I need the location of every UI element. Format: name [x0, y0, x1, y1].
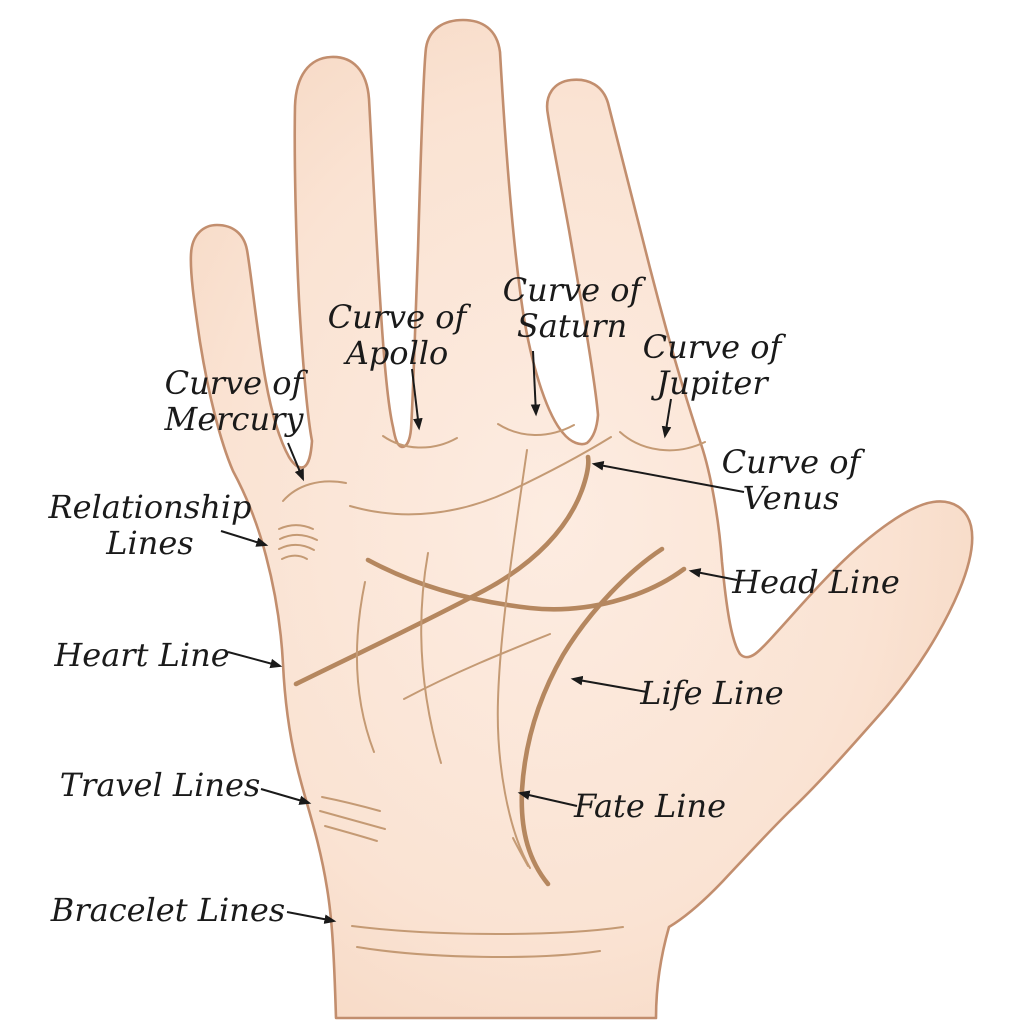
bracelet-crease-1 — [351, 925, 624, 935]
bracelet-crease-2 — [356, 946, 601, 958]
life-line-crease — [519, 546, 665, 887]
girdle-of-venus-crease — [349, 436, 612, 516]
relationship-crease-4 — [281, 554, 308, 560]
label-relationship-lines: Relationship Lines — [48, 488, 252, 562]
label-curve-of-jupiter: Curve of Jupiter — [642, 328, 782, 402]
label-fate-line: Fate Line — [573, 787, 727, 826]
life-line-arrow — [570, 675, 648, 693]
saturn-mount-crease — [497, 423, 575, 436]
bracelet-lines-arrow — [286, 911, 337, 924]
label-curve-of-apollo: Curve of Apollo — [327, 298, 467, 372]
fate-line-crease — [496, 449, 531, 869]
travel-crease-2 — [319, 810, 386, 830]
label-life-line: Life Line — [640, 674, 784, 713]
label-curve-of-mercury: Curve of Mercury — [164, 364, 304, 438]
fate-line-arrow — [517, 790, 578, 807]
relationship-crease-3 — [278, 544, 315, 551]
relationship-crease-1 — [278, 524, 314, 530]
travel-crease-1 — [321, 796, 381, 812]
head-line-arrow — [688, 568, 738, 581]
relationship-lines-arrow — [220, 530, 269, 547]
curve-of-saturn-arrow — [530, 350, 541, 417]
relationship-crease-2 — [279, 534, 318, 541]
saturn-minor-crease — [420, 552, 442, 764]
diagonal-minor-crease — [403, 633, 551, 700]
label-travel-lines: Travel Lines — [59, 766, 261, 805]
mercury-mount-crease — [282, 480, 347, 502]
curve-of-jupiter-arrow — [661, 398, 672, 439]
travel-lines-arrow — [260, 788, 312, 805]
head-line-crease — [365, 557, 687, 612]
curve-of-apollo-arrow — [411, 368, 423, 431]
label-curve-of-venus: Curve of Venus — [721, 443, 861, 517]
label-heart-line: Heart Line — [54, 636, 230, 675]
label-bracelet-lines: Bracelet Lines — [50, 891, 286, 930]
heart-line-crease — [293, 454, 591, 687]
life-minor-crease — [512, 837, 529, 867]
label-head-line: Head Line — [732, 563, 900, 602]
curve-of-mercury-arrow — [287, 442, 304, 482]
heart-line-arrow — [227, 651, 283, 669]
jupiter-mount-crease — [619, 431, 706, 452]
hand-outline — [189, 18, 974, 1020]
apollo-minor-crease — [355, 581, 375, 753]
curve-of-venus-arrow — [591, 461, 745, 493]
travel-crease-3 — [324, 825, 378, 842]
apollo-mount-crease — [382, 435, 458, 449]
label-curve-of-saturn: Curve of Saturn — [502, 271, 642, 345]
